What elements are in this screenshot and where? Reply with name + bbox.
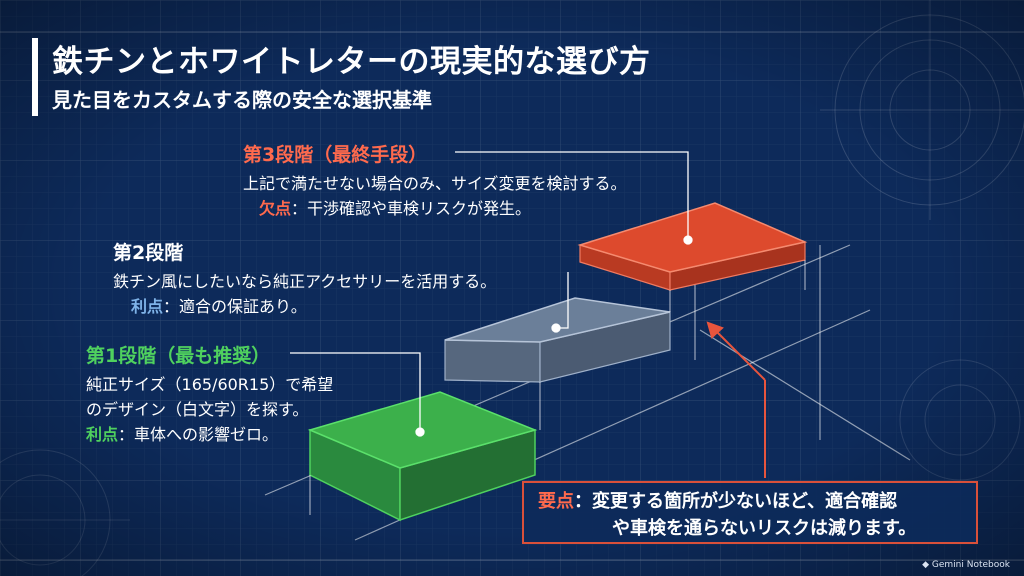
step1-merit-text: ：車体への影響ゼロ。 — [118, 425, 279, 444]
step1-heading: 第1段階（最も推奨） — [86, 345, 271, 367]
key-point-callout: 要点：変更する箇所が少ないほど、適合確認 や車検を通らないリスクは減ります。 — [522, 481, 978, 544]
page-title: 鉄チンとホワイトレターの現実的な選び方 — [52, 44, 651, 80]
title-accent-bar — [32, 38, 38, 116]
step2-block: 第2段階 鉄チン風にしたいなら純正アクセサリーを活用する。 利点：適合の保証あり… — [113, 238, 496, 319]
step3-merit: 欠点：干渉確認や車検リスクが発生。 — [243, 196, 627, 221]
step3-merit-text: ：干渉確認や車検リスクが発生。 — [291, 199, 532, 218]
step2-heading: 第2段階 — [113, 242, 184, 264]
page-subtitle: 見た目をカスタムする際の安全な選択基準 — [52, 88, 432, 112]
callout-line1: 要点：変更する箇所が少ないほど、適合確認 — [538, 488, 964, 515]
step3-heading: 第3段階（最終手段） — [243, 144, 428, 166]
step1-merit: 利点：車体への影響ゼロ。 — [86, 422, 333, 447]
callout-label: 要点 — [538, 491, 574, 512]
step1-text-line1: 純正サイズ（165/60R15）で希望 — [86, 375, 334, 394]
step2-merit: 利点：適合の保証あり。 — [113, 294, 496, 319]
footer-brand: ◆ Gemini Notebook — [922, 560, 1010, 570]
callout-text1: ：変更する箇所が少ないほど、適合確認 — [574, 491, 898, 512]
step3-block: 第3段階（最終手段） 上記で満たせない場合のみ、サイズ変更を検討する。 欠点：干… — [243, 140, 627, 221]
step1-text-line2: のデザイン（白文字）を探す。 — [86, 400, 309, 419]
step1-merit-label: 利点 — [86, 425, 119, 444]
step1-block: 第1段階（最も推奨） 純正サイズ（165/60R15）で希望 のデザイン（白文字… — [86, 341, 333, 447]
step2-merit-text: ：適合の保証あり。 — [163, 297, 307, 316]
step3-merit-label: 欠点 — [259, 199, 292, 218]
callout-text2: や車検を通らないリスクは減ります。 — [612, 518, 917, 539]
step2-text: 鉄チン風にしたいなら純正アクセサリーを活用する。 — [113, 272, 497, 291]
step3-text: 上記で満たせない場合のみ、サイズ変更を検討する。 — [243, 174, 627, 193]
step2-merit-label: 利点 — [131, 297, 164, 316]
footer-brand-text: Gemini Notebook — [931, 560, 1010, 570]
